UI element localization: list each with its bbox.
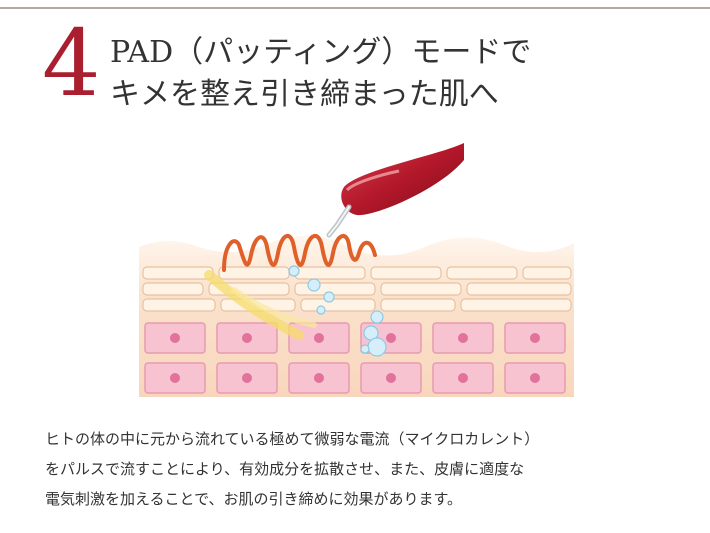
description-line-2: をパルスで流すことにより、有効成分を拡散させ、また、皮膚に適度な [45,460,525,478]
beauty-device-icon [326,143,464,238]
microcurrent-wave [222,234,377,272]
cell-nuclei [170,333,540,383]
skin-illustration [139,143,574,397]
headline: PAD（パッティング）モードで キメを整え引き締まった肌へ [110,32,531,116]
description-text: ヒトの体の中に元から流れている極めて微弱な電流（マイクロカレント） をパルスで流… [45,424,685,514]
step-number: 4 [42,10,101,117]
headline-line-1: PAD（パッティング）モードで [110,35,532,70]
light-beams [204,270,317,340]
ingredient-bubbles [288,265,387,357]
description-line-3: 電気刺激を加えることで、お肌の引き締めに効果があります。 [45,490,463,508]
top-divider [0,7,710,9]
headline-line-2: キメを整え引き締まった肌へ [110,77,499,112]
description-line-1: ヒトの体の中に元から流れている極めて微弱な電流（マイクロカレント） [45,430,540,448]
